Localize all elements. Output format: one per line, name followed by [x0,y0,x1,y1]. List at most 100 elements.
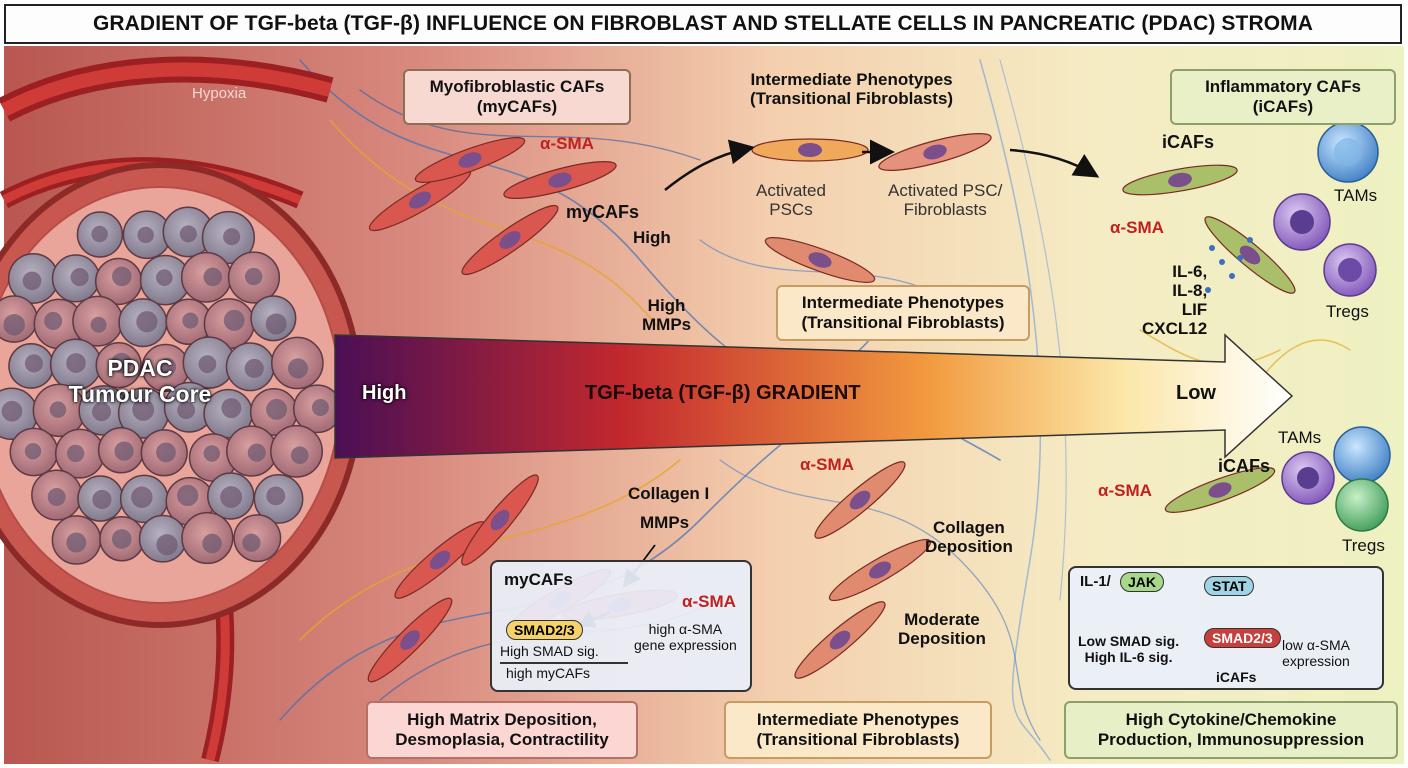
fibroblast-nucleus [499,231,521,249]
tumour-cell-nucleus [177,401,196,420]
tumour-cell-nucleus [265,313,287,335]
inset-high-mycafs-label: high myCAFs [506,665,591,681]
fibroblast-nucleus [808,252,832,268]
tams-label-upper: TAMs [1334,186,1378,205]
fibroblast-nucleus [869,561,891,579]
tumour-cell-nucleus [242,533,261,552]
fibroblast-nucleus [400,630,420,650]
fibroblast-nucleus [1168,172,1192,188]
collagen-i-label: Collagen I [628,484,710,503]
tumour-cell-nucleus [287,358,309,379]
fibroblast-nucleus [1239,245,1261,265]
tumour-cells [0,206,342,565]
tumour-cell-nucleus [49,401,67,418]
inset-divider [500,662,628,664]
gradient-title-label: TGF-beta (TGF-β) GRADIENT [585,382,861,404]
tregs-label-upper: Tregs [1326,302,1369,321]
tumour-cell-nucleus [111,352,132,374]
icafs-label-upper: iCAFs [1162,132,1215,152]
tumour-cell-nucleus [66,532,87,553]
activated-psc-fibroblasts-label: Activated PSC/Fibroblasts [888,181,1003,220]
inset-il1-label: IL-1/ [1080,573,1111,590]
asma-label-lower-mid: α-SMA [800,455,854,474]
inset-icafs-label: iCAFs [1216,669,1257,685]
tumour-cell-nucleus [137,226,154,244]
tumour-cell-nucleus [136,311,158,333]
tumour-cell-nucleus [66,353,86,373]
tumour-cell-nucleus [22,271,42,291]
icaf-signalling-inset: IL-1/ JAK STAT Low SMAD sig.High IL-6 si… [1068,566,1384,690]
fibroblast-nucleus [429,550,451,570]
tumour-cell-nucleus [91,402,112,422]
tumour-cell-nucleus [131,486,153,509]
tumour-cell-nucleus [44,311,63,331]
tumour-cell-nucleus [156,269,173,286]
intermediate-heading: Intermediate Phenotypes(Transitional Fib… [750,70,954,109]
mycafs-label: myCAFs [566,202,640,222]
tumour-cell-nucleus [203,445,221,462]
tumour-cell-nucleus [198,355,217,374]
tgf-beta-gradient-arrow [334,333,1294,459]
tumour-cell-nucleus [247,443,266,462]
tumour-cell-nucleus [156,442,176,463]
fibroblast-nucleus [458,152,482,168]
tumour-cell-nucleus [182,312,199,329]
tumour-cell-nucleus [266,486,286,506]
inset-smad-pill: SMAD2/3 [506,620,583,640]
fibroblast-nucleus [1208,482,1232,498]
mycafs-box: Myofibroblastic CAFs(myCAFs) [403,69,631,125]
tumour-cell-nucleus [47,487,66,507]
fibroblast-nucleus [849,490,871,510]
icafs-box: Inflammatory CAFs(iCAFs) [1170,69,1396,125]
tumour-cell-nucleus [70,268,89,287]
tumour-cell-nucleus [290,446,309,465]
tumour-cell-nucleus [3,314,25,336]
tumour-cell-nucleus [179,225,197,243]
intermediate-mid-box: Intermediate Phenotypes(Transitional Fib… [776,285,1030,341]
tumour-cell-nucleus [266,398,288,420]
bottom-box-middle: Intermediate Phenotypes(Transitional Fib… [724,701,992,759]
tumour-cell-nucleus [112,266,132,287]
tregs-label-lower: Tregs [1342,536,1385,555]
fibroblast-cells [367,133,1296,683]
tumour-cell-nucleus [24,354,43,373]
hypoxia-label: Hypoxia [192,85,247,102]
tumour-cell-nucleus [90,316,107,333]
inset-asma-label: α-SMA [682,592,736,611]
inset-stat-pill: STAT [1204,576,1255,596]
tam-cell-bottom [1333,426,1391,484]
tumour-cell-nucleus [220,486,243,509]
tumour-cell-nucleus [176,484,199,507]
asma-label-lower-right: α-SMA [1098,481,1152,500]
tumour-cell-nucleus [244,358,264,379]
mycaf-signalling-inset: myCAFs α-SMA SMAD2/3 High SMAD sig. high… [490,560,752,692]
tumour-cell-nucleus [221,398,242,419]
tumour-cell-nucleus [91,225,108,243]
tumour-cell-nucleus [158,358,177,376]
treg-cell-bottom [1335,478,1389,532]
fibroblast-nucleus [409,191,431,209]
asma-label-upper-right: α-SMA [1110,218,1164,237]
flow-arrow-3 [1009,148,1100,178]
tumour-cell-nucleus [202,533,222,554]
tumour-cell-nucleus [203,267,223,287]
flow-arrow-1 [664,139,755,191]
mmps-label: MMPs [640,513,690,532]
inset-mycafs-label: myCAFs [504,570,573,589]
inset-jak-pill: JAK [1120,572,1165,592]
tumour-cell-nucleus [111,529,132,549]
bottom-box-left: High Matrix Deposition,Desmoplasia, Cont… [366,701,638,759]
fibroblast-nucleus [548,172,572,188]
high-label: High [633,228,671,247]
gradient-low-label: Low [1176,382,1216,404]
tumour-cell-nucleus [132,398,155,421]
